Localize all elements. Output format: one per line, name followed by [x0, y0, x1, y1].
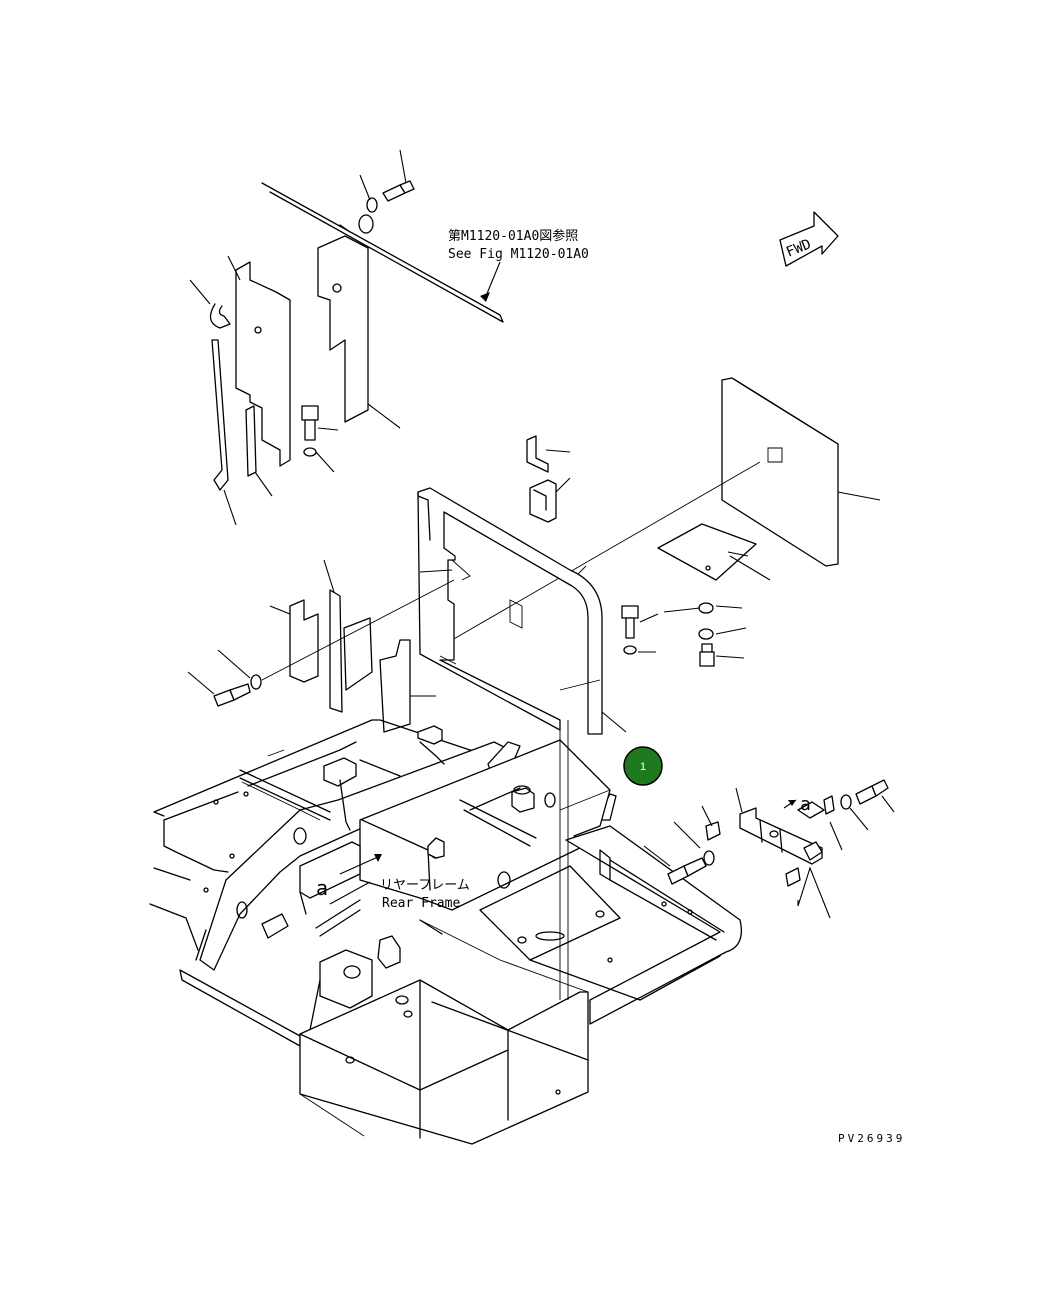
washer-icon [303, 447, 317, 457]
bolt-icon [382, 180, 415, 202]
drawing-code: PV26939 [838, 1132, 905, 1145]
detail-a-assembly: a [643, 779, 895, 919]
callout-number: 1 [640, 761, 646, 773]
callout-circle [623, 746, 663, 786]
leader-lines [189, 149, 407, 526]
detail-marker-left: a [316, 876, 328, 900]
upper-bracket-assembly [209, 180, 504, 491]
reference-en: See Fig M1120-01A0 [448, 247, 589, 262]
bolt-icon [699, 643, 715, 667]
leader-lines [187, 449, 881, 733]
reference-jp: 第M1120-01A0図参照 [448, 228, 578, 244]
callout-marker-1[interactable]: 1 [623, 746, 663, 786]
washer-icon [366, 197, 378, 213]
bolt-icon [213, 683, 251, 707]
cover-plate-assembly [213, 377, 839, 735]
washer-icon [698, 602, 714, 614]
detail-marker-right: a [800, 794, 811, 815]
frame-label: a リヤーフレーム Rear Frame [316, 854, 470, 911]
bolt-icon [855, 779, 889, 805]
frame-label-en: Rear Frame [382, 896, 460, 911]
rear-frame-assembly [149, 719, 743, 1145]
washer-icon [250, 674, 262, 690]
bolt-icon [621, 605, 639, 639]
washer-icon [698, 628, 714, 640]
washer-icon [840, 794, 852, 810]
washer-icon [623, 645, 637, 655]
fwd-arrow-icon: FWD [779, 211, 839, 267]
bolt-icon [301, 405, 319, 441]
reference-label: 第M1120-01A0図参照 See Fig M1120-01A0 [448, 228, 589, 302]
washer-icon [703, 850, 715, 866]
bolt-icon [667, 857, 707, 885]
frame-label-jp: リヤーフレーム [380, 878, 470, 893]
